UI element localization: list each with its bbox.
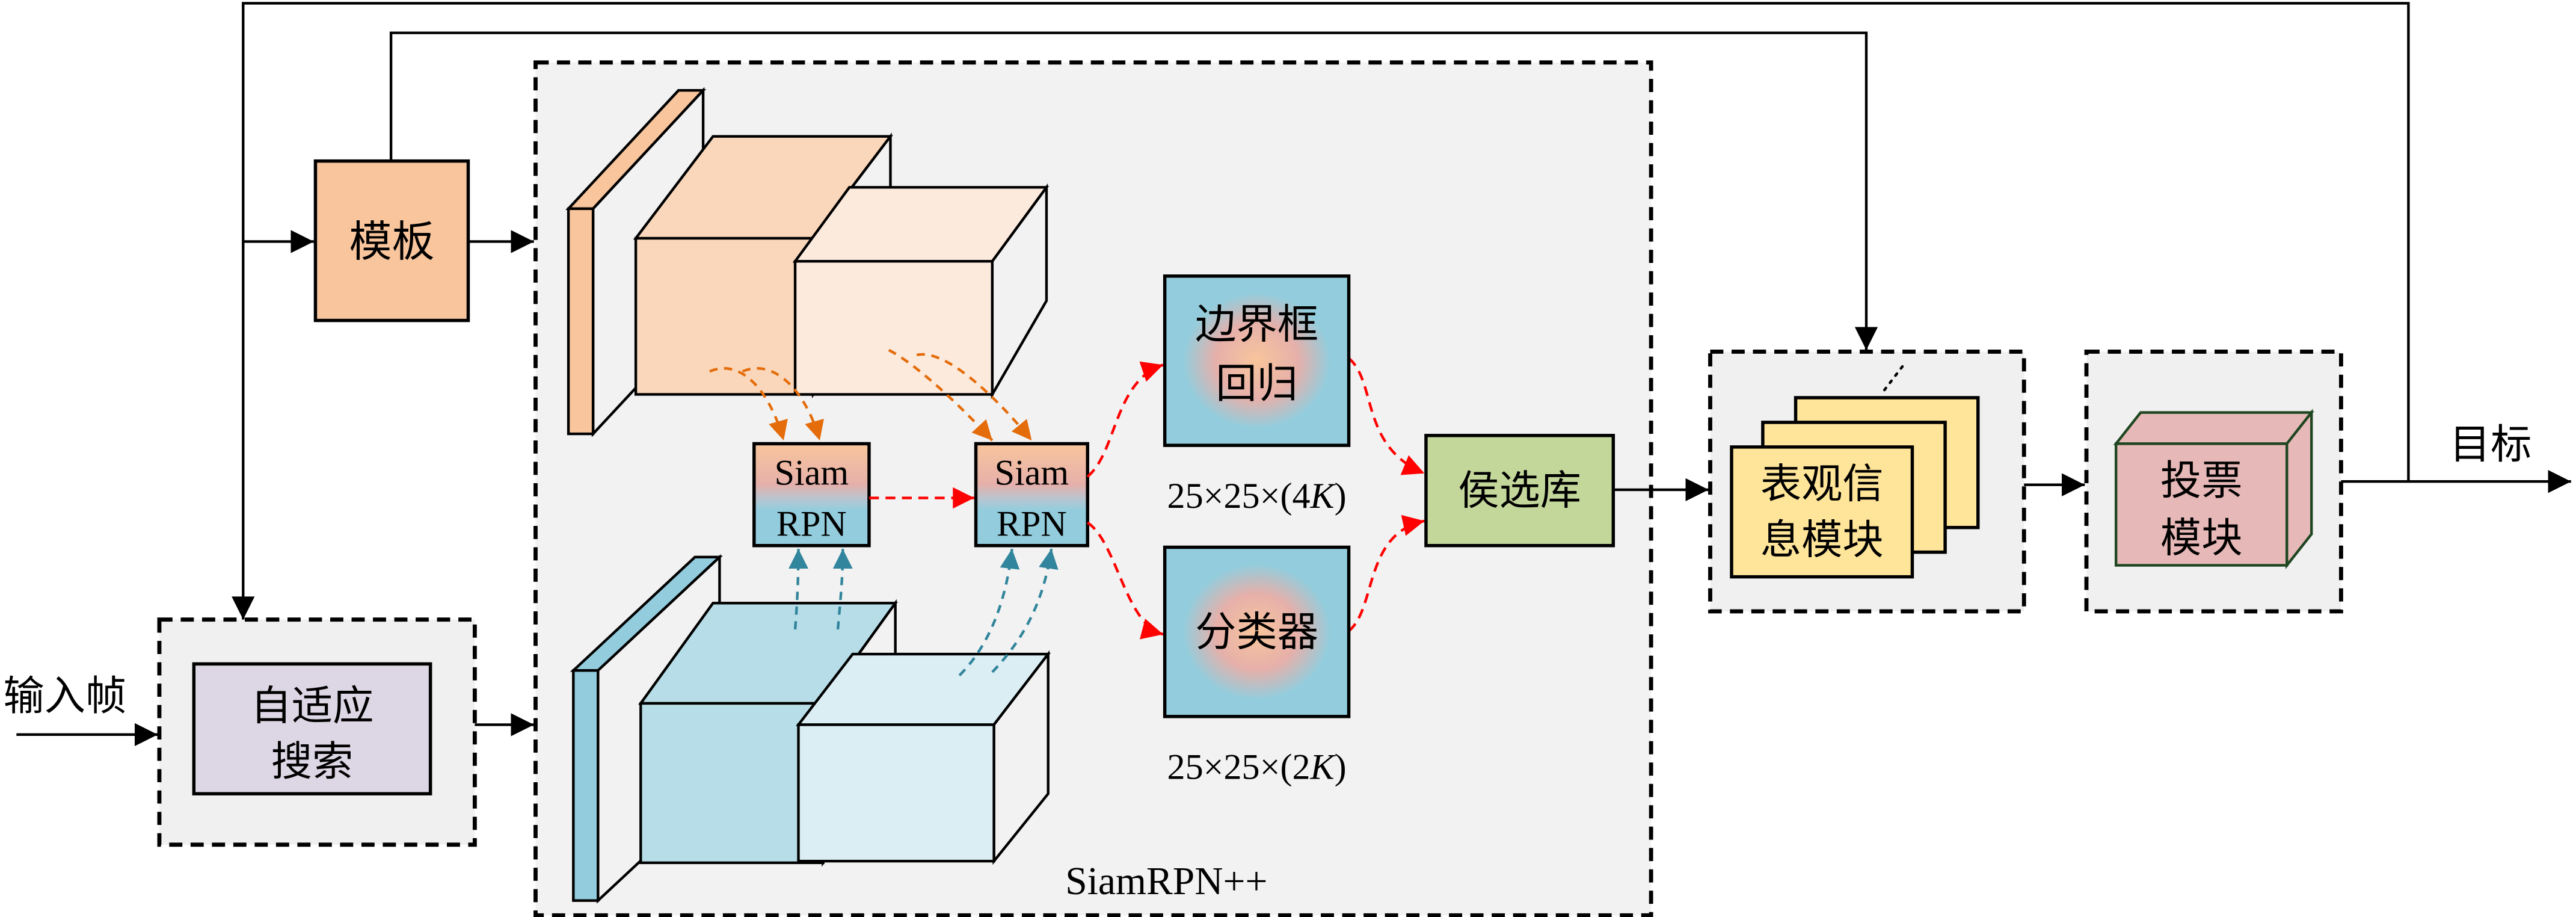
template-label: 模板 xyxy=(349,217,434,267)
more-layers-ellipsis xyxy=(1880,365,1904,396)
appearance-label-line2: 息模块 xyxy=(1760,516,1884,564)
adaptive-search-label-line2: 搜索 xyxy=(271,738,354,786)
adaptive-search-label-line1: 自适应 xyxy=(251,682,374,730)
search-feature-arrows xyxy=(788,548,1059,677)
template-box: 模板 xyxy=(313,159,470,323)
bbox-regression-head: 边界框 回归 xyxy=(1163,274,1351,447)
template-to-appearance-line xyxy=(389,31,1878,350)
siam-rpn-2-top-label: Siam xyxy=(995,452,1069,493)
template-feature-arrows xyxy=(709,348,1033,442)
siam-rpn-block-1: Siam RPN xyxy=(752,442,871,548)
template-backbone-layer-3 xyxy=(792,183,1050,400)
bbox-output-dim-label: 25×25×(4K) xyxy=(1167,475,1347,516)
appearance-module-box xyxy=(1730,445,1914,579)
classifier-output-dim-label: 25×25×(2K) xyxy=(1167,747,1347,787)
appearance-label-line1: 表观信 xyxy=(1760,461,1884,508)
bbox-regression-label-line2: 回归 xyxy=(1216,360,1298,408)
siam-rpn-1-bottom-label: RPN xyxy=(776,503,847,543)
input-frame-label: 输入帧 xyxy=(3,673,126,720)
adaptive-search-box xyxy=(192,662,432,795)
siam-rpn-block-2: Siam RPN xyxy=(974,442,1089,548)
siamrpn-label: SiamRPN++ xyxy=(1065,860,1267,903)
vote-cube xyxy=(2114,442,2289,567)
appearance-module-group: 表观信 息模块 xyxy=(1708,350,2026,614)
siam-rpn-1-top-label: Siam xyxy=(775,452,849,493)
vote-label-line2: 模块 xyxy=(2160,515,2243,563)
head-flow-arrows xyxy=(868,357,1425,640)
classifier-label: 分类器 xyxy=(1195,608,1318,656)
candidate-pool-box: 侯选库 xyxy=(1424,434,1615,548)
siam-rpn-2-bottom-label: RPN xyxy=(997,503,1067,543)
adaptive-search-group: 自适应 搜索 xyxy=(157,617,477,847)
candidate-pool-label: 侯选库 xyxy=(1458,467,1581,514)
search-backbone-layer-3 xyxy=(796,650,1051,865)
vote-label-line1: 投票 xyxy=(2160,457,2243,505)
feedback-target-loop xyxy=(232,2,2410,620)
target-label: 目标 xyxy=(2450,421,2532,469)
classifier-head: 分类器 xyxy=(1163,545,1351,718)
bbox-regression-label-line1: 边界框 xyxy=(1195,301,1318,349)
voting-module-group: 投票 模块 xyxy=(2084,350,2343,614)
